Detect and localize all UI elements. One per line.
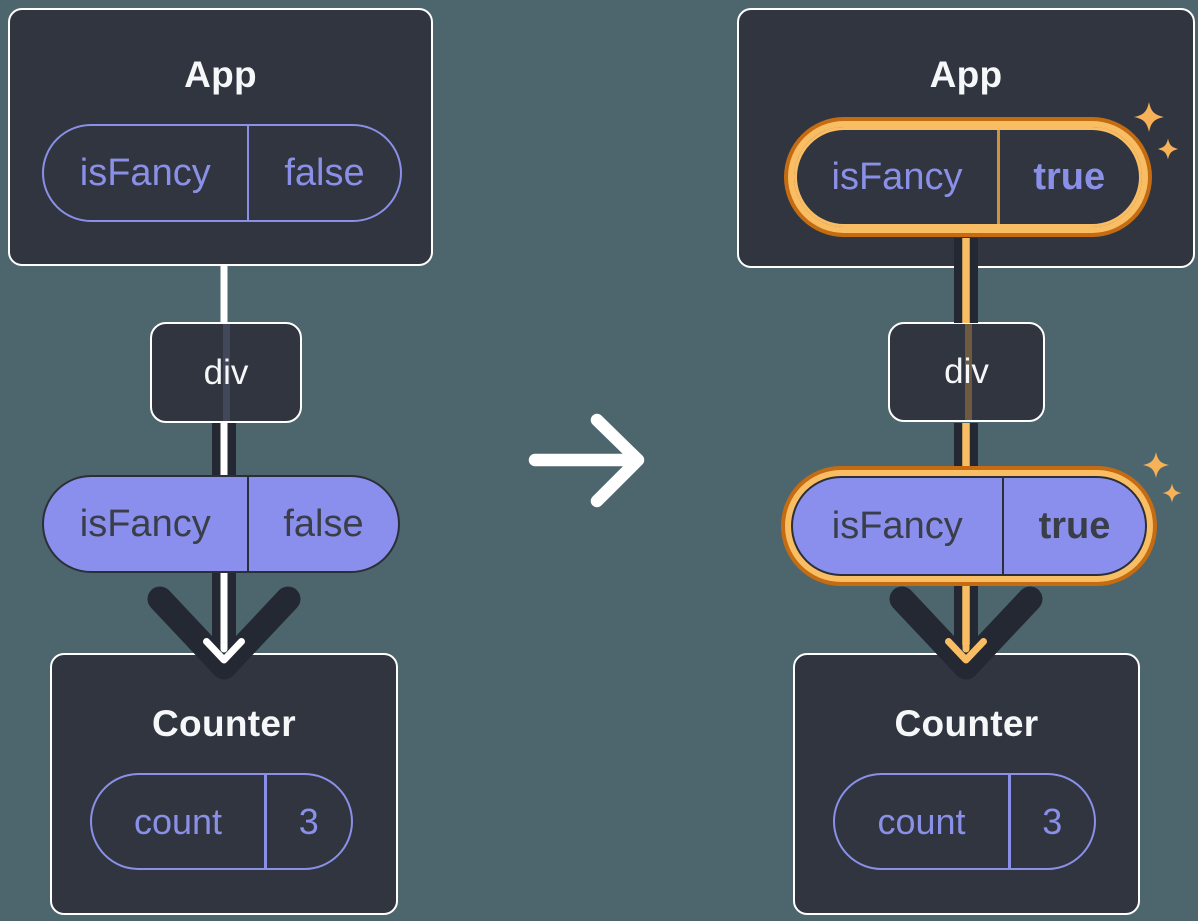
after-counter-state-pill: count 3 [833, 773, 1096, 870]
state-value-label: false [284, 151, 365, 194]
before-div-label: div [203, 352, 249, 392]
state-name-label: isFancy [831, 155, 963, 198]
prop-name-label: isFancy [831, 504, 963, 547]
after-arrowhead-core-icon [945, 594, 987, 664]
before-arrowhead-core-icon [203, 594, 245, 664]
before-app-title: App [184, 54, 257, 95]
after-prop-pill-highlighted: isFancy true [791, 476, 1147, 576]
after-div-node: div [888, 322, 1045, 422]
state-value-label: true [1033, 155, 1106, 198]
prop-value-label: true [1038, 504, 1111, 547]
pill-divider [997, 130, 1000, 224]
before-counter-title: Counter [152, 703, 296, 744]
prop-value-label: false [283, 502, 364, 545]
transition-arrow-icon [528, 413, 645, 508]
state-value-label: 3 [1042, 800, 1063, 842]
pill-divider [264, 775, 267, 868]
after-div-through-line [964, 324, 972, 420]
before-app-state-pill: isFancy false [42, 124, 402, 222]
pill-divider [246, 126, 249, 220]
state-name-label: isFancy [79, 151, 211, 194]
after-app-title: App [929, 54, 1003, 95]
before-prop-pill: isFancy false [42, 475, 400, 573]
before-counter-state-pill: count 3 [90, 773, 353, 870]
state-value-label: 3 [298, 800, 319, 842]
sparkle-icon [1162, 483, 1182, 503]
state-name-label: count [133, 800, 223, 842]
sparkle-icon [1143, 452, 1169, 478]
before-div-node: div [150, 322, 302, 423]
pill-divider [246, 477, 249, 571]
state-name-label: count [877, 800, 966, 842]
after-div-label: div [944, 352, 989, 391]
pill-divider [1001, 478, 1004, 574]
after-app-state-pill-highlighted: isFancy true [794, 127, 1142, 227]
pill-divider [1008, 775, 1011, 868]
after-counter-title: Counter [894, 703, 1039, 744]
before-div-through-line [222, 324, 230, 421]
prop-name-label: isFancy [79, 502, 211, 545]
